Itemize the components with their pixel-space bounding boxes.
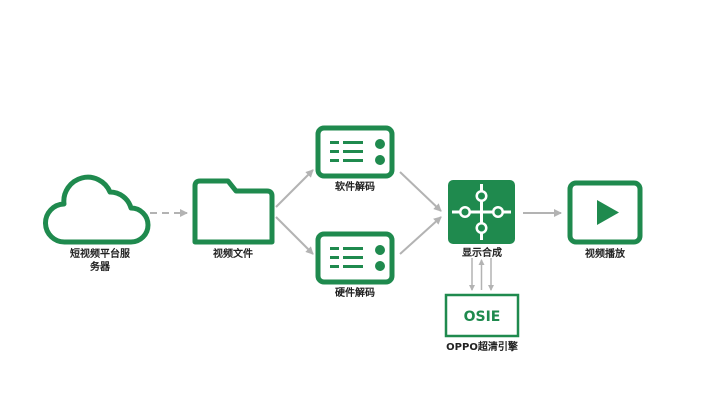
osie-box: OSIE — [444, 293, 520, 338]
cloud-label: 短视频平台服 务器 — [60, 248, 140, 274]
server-list-icon — [315, 231, 395, 285]
play-icon — [567, 180, 643, 245]
puzzle-icon — [448, 180, 515, 244]
osie-label: OPPO超清引擎 — [446, 342, 518, 353]
cloud-label-line1: 短视频平台服 — [70, 249, 130, 260]
arrow-software-to-compose — [399, 171, 442, 212]
hardware-decode-label: 硬件解码 — [335, 288, 375, 299]
compose-label: 显示合成 — [462, 248, 502, 259]
folder-icon — [192, 178, 275, 245]
arrow-file-to-software — [275, 169, 314, 208]
cloud-label-line2: 务器 — [90, 262, 110, 273]
arrow-hardware-to-compose — [399, 216, 442, 255]
arrow-compose-osie-link — [469, 258, 494, 291]
software-decode-label: 软件解码 — [335, 182, 375, 193]
arrow-file-to-hardware — [275, 216, 314, 255]
playback-label: 视频播放 — [585, 249, 625, 260]
server-list-icon — [315, 125, 395, 179]
file-label: 视频文件 — [213, 249, 253, 260]
cloud-icon — [43, 174, 151, 245]
osie-box-text: OSIE — [464, 309, 501, 325]
